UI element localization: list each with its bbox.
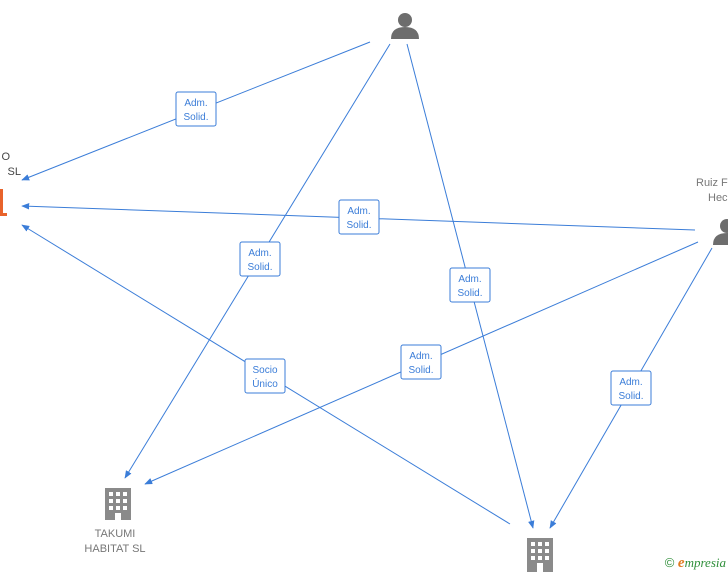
main-company-label-line1: O [1, 151, 10, 163]
main-company-node[interactable]: O SL [0, 151, 21, 216]
company-node-bottom[interactable] [527, 538, 553, 572]
svg-text:Solid.: Solid. [408, 365, 433, 376]
edge-label-top-main: Adm. Solid. [175, 91, 217, 127]
main-company-label-line2: SL [8, 166, 21, 178]
empresia-watermark: © empresia [665, 555, 726, 572]
person-node-top[interactable] [391, 13, 419, 39]
person-icon [713, 219, 728, 245]
company-node-takumi[interactable]: TAKUMI HABITAT SL [84, 488, 146, 555]
svg-text:Adm.: Adm. [409, 351, 432, 362]
svg-text:Adm.: Adm. [619, 377, 642, 388]
person-right-label-line2: Hec [708, 192, 728, 204]
copyright-symbol: © [664, 555, 675, 570]
svg-text:Adm.: Adm. [248, 248, 271, 259]
svg-text:Solid.: Solid. [346, 220, 371, 231]
edge-label-top-bottom: Adm. Solid. [449, 267, 491, 303]
svg-text:Socio: Socio [252, 365, 277, 376]
svg-text:Solid.: Solid. [457, 288, 482, 299]
svg-text:Adm.: Adm. [184, 98, 207, 109]
edge-label-right-main: Adm. Solid. [338, 199, 380, 235]
svg-text:Solid.: Solid. [247, 262, 272, 273]
brand-logo-e: e [677, 555, 685, 571]
svg-text:Solid.: Solid. [183, 112, 208, 123]
edge-label-right-bottom: Adm. Solid. [610, 370, 652, 406]
svg-text:Solid.: Solid. [618, 391, 643, 402]
takumi-label-line1: TAKUMI [95, 528, 136, 540]
svg-text:Único: Único [252, 377, 278, 390]
building-icon-orange [0, 189, 7, 216]
person-right-label-line1: Ruiz F [696, 177, 728, 189]
building-icon [105, 488, 131, 520]
takumi-label-line2: HABITAT SL [84, 543, 145, 555]
edge-label-bottom-main: Socio Único [244, 358, 286, 394]
edge-label-top-takumi: Adm. Solid. [239, 241, 281, 277]
person-node-right[interactable]: Ruiz F Hec [696, 177, 728, 245]
brand-logo-text: mpresia [684, 555, 726, 570]
person-icon [391, 13, 419, 39]
edge-label-right-takumi: Adm. Solid. [400, 344, 442, 380]
svg-text:Adm.: Adm. [458, 274, 481, 285]
svg-text:Adm.: Adm. [347, 206, 370, 217]
building-icon [527, 538, 553, 572]
